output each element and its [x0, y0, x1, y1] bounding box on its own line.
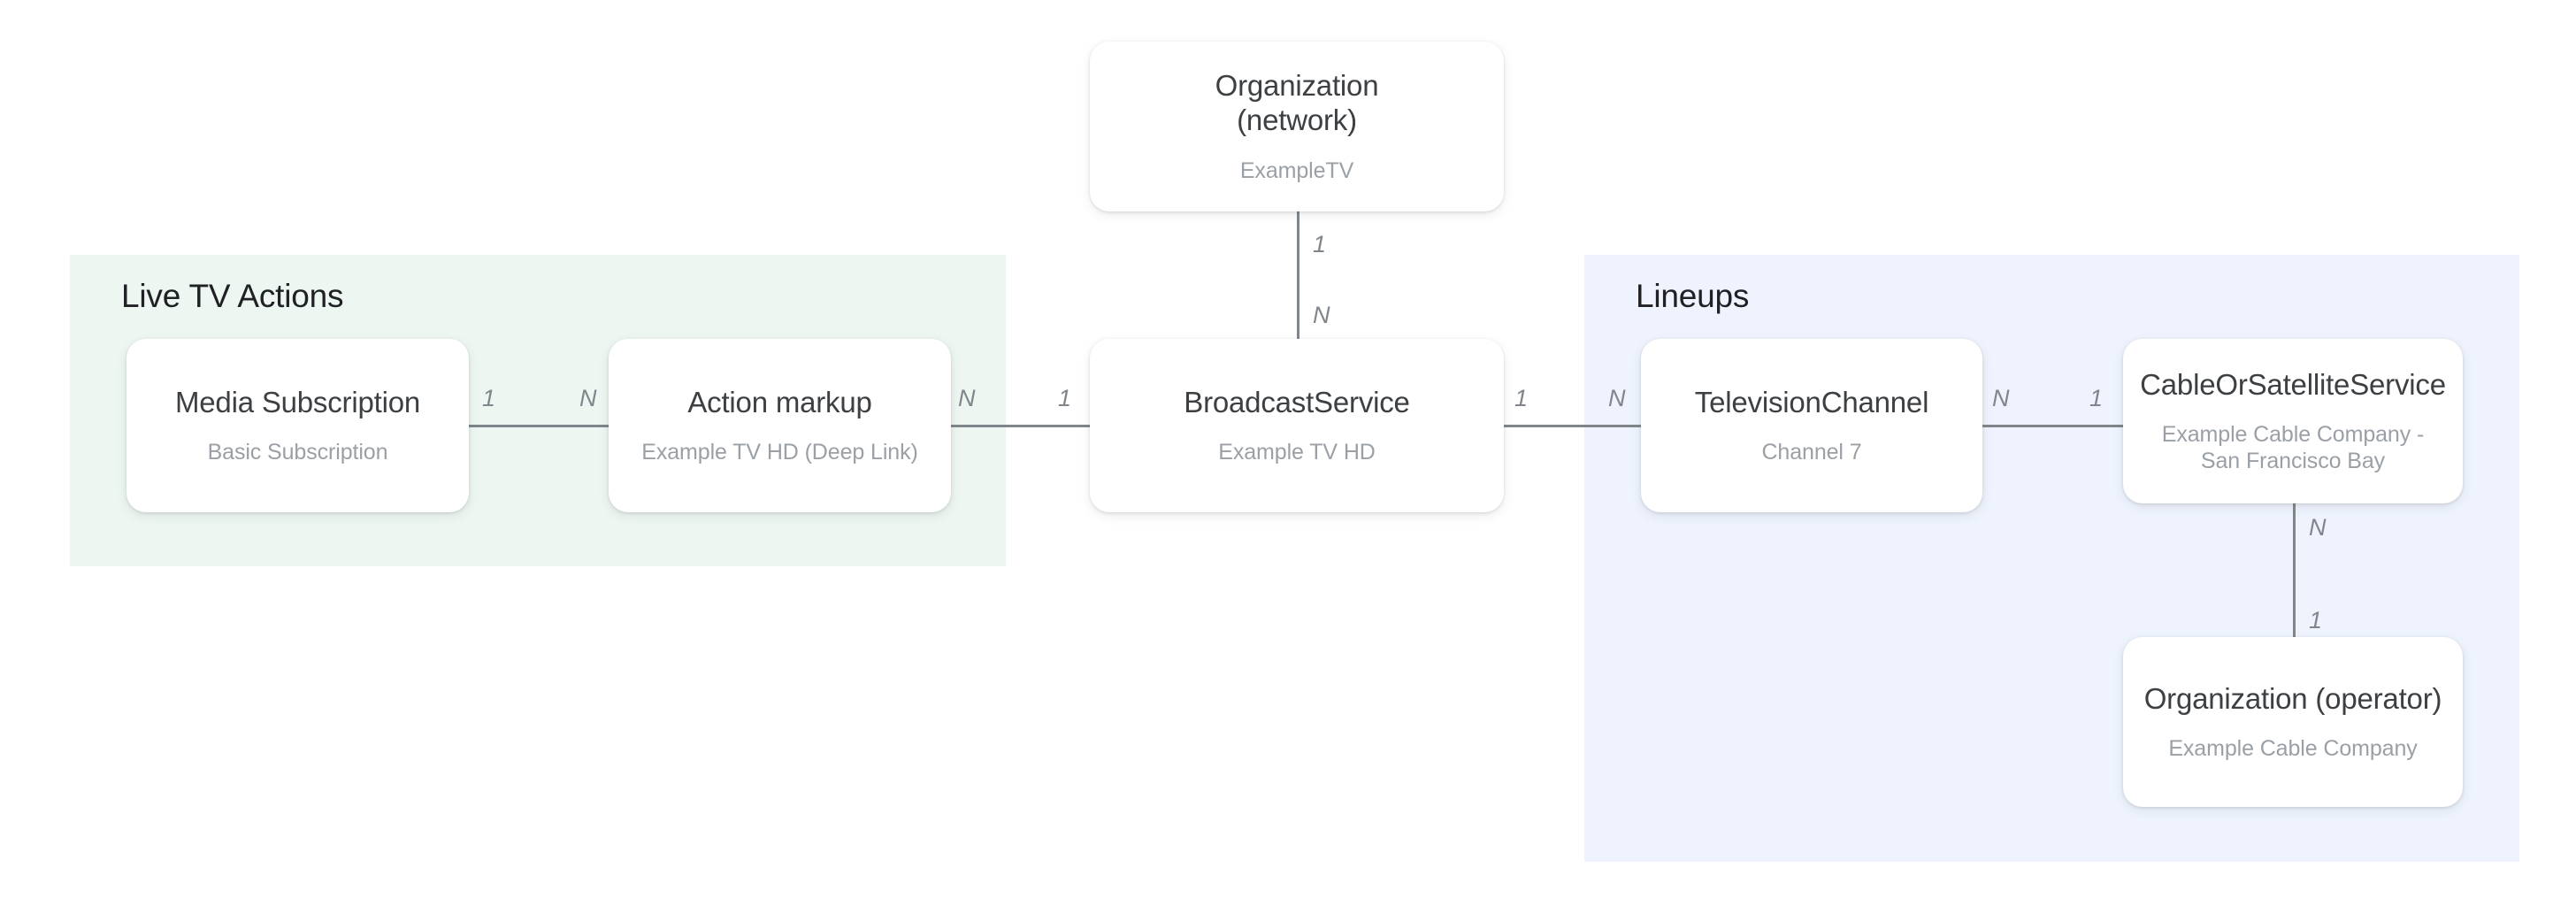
node-title: BroadcastService [1184, 385, 1410, 418]
edge-media-subscription-to-action-markup [442, 425, 646, 427]
node-title: CableOrSatelliteService [2140, 367, 2446, 401]
group-title-live-tv-actions: Live TV Actions [121, 278, 344, 314]
node-subtitle: Example TV HD (Deep Link) [641, 440, 918, 465]
node-broadcast-service[interactable]: BroadcastService Example TV HD [1090, 339, 1504, 512]
edge-label-television-channel-card-right: N [1992, 385, 2010, 411]
node-title: Organization (operator) [2143, 681, 2442, 715]
node-title: Media Subscription [174, 385, 421, 418]
edge-label-media-subscription-card: 1 [482, 385, 496, 411]
edge-label-cable-or-satellite-service-card-left: 1 [2089, 385, 2104, 411]
node-cable-or-satellite-service[interactable]: CableOrSatelliteService Example Cable Co… [2123, 339, 2463, 503]
edge-label-television-channel-card-left: N [1608, 385, 1626, 411]
node-action-markup[interactable]: Action markup Example TV HD (Deep Link) [609, 339, 951, 512]
node-organization-network[interactable]: Organization (network) ExampleTV [1090, 42, 1504, 211]
group-title-lineups: Lineups [1636, 278, 1750, 314]
node-organization-operator[interactable]: Organization (operator) Example Cable Co… [2123, 637, 2463, 807]
node-television-channel[interactable]: TelevisionChannel Channel 7 [1641, 339, 1982, 512]
edge-label-action-markup-card-left: N [579, 385, 597, 411]
node-title: Organization (network) [1215, 69, 1379, 136]
node-media-subscription[interactable]: Media Subscription Basic Subscription [126, 339, 469, 512]
node-subtitle: Channel 7 [1761, 440, 1862, 465]
node-subtitle: Example Cable Company [2168, 736, 2418, 762]
edge-label-broadcast-service-card-right: 1 [1514, 385, 1529, 411]
edge-label-broadcast-service-card-left: 1 [1058, 385, 1072, 411]
node-subtitle: Example Cable Company - San Francisco Ba… [2161, 422, 2425, 474]
edge-label-broadcast-service-card-top: N [1313, 302, 1330, 328]
edge-label-action-markup-card-right: N [958, 385, 976, 411]
edge-broadcast-service-to-television-channel [1495, 425, 1641, 427]
node-subtitle: ExampleTV [1239, 157, 1354, 183]
node-title: Action markup [687, 385, 872, 418]
edge-cable-or-satellite-service-to-organization-operator [2293, 503, 2296, 640]
edge-label-cable-or-satellite-service-card-bottom: N [2309, 514, 2327, 541]
node-title: TelevisionChannel [1694, 385, 1929, 418]
edge-label-organization-operator-card: 1 [2309, 607, 2323, 633]
node-subtitle: Basic Subscription [207, 440, 388, 465]
edge-label-organization-network-card: 1 [1313, 231, 1327, 257]
node-subtitle: Example TV HD [1218, 440, 1376, 465]
edge-action-markup-to-broadcast-service [929, 425, 1132, 427]
edge-television-channel-to-cable-or-satellite-service [1973, 425, 2132, 427]
edge-organization-network-to-broadcast-service [1297, 211, 1300, 343]
